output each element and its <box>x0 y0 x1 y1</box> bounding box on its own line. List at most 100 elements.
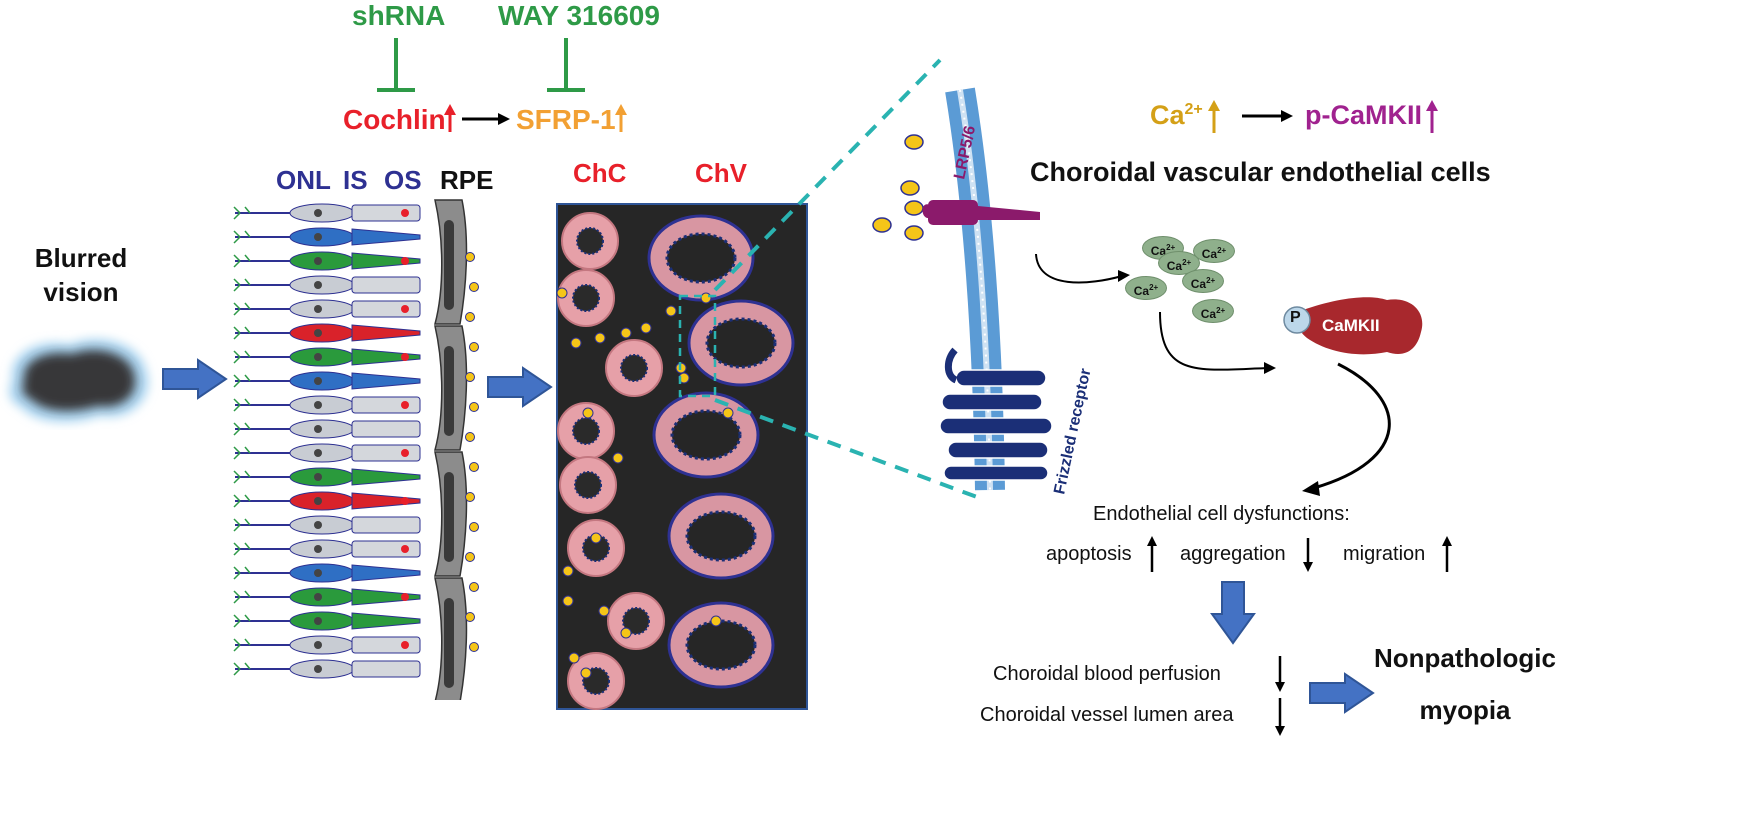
frizzled-receptor <box>939 347 1053 481</box>
cone-outer-segment <box>351 612 421 630</box>
sfrp1-dot <box>465 312 475 322</box>
sfrp1-ligands <box>872 134 924 241</box>
capillary-lumen <box>572 284 600 312</box>
synapse <box>233 662 251 676</box>
cells-title: Choroidal vascular endothelial cells <box>1030 157 1491 187</box>
nucleus <box>314 353 322 361</box>
cone-outer-segment <box>351 324 421 342</box>
cone-outer-segment <box>351 348 421 366</box>
cochlin-dot <box>401 305 409 313</box>
sfrp1-dot <box>612 452 624 464</box>
nucleus <box>314 521 322 529</box>
synapse <box>233 518 251 532</box>
rod-outer-segment <box>351 300 421 318</box>
shrna-label: shRNA <box>352 0 446 31</box>
cochlin-label: Cochlin <box>343 104 446 135</box>
rod-outer-segment <box>351 636 421 654</box>
arrow-to-retina <box>162 358 228 400</box>
nucleus <box>314 497 322 505</box>
arrow-to-choroid <box>487 366 553 408</box>
camkii-to-dysfunction-arrow <box>1302 362 1391 496</box>
nucleus <box>314 329 322 337</box>
cone-outer-segment <box>351 588 421 606</box>
nucleus <box>314 401 322 409</box>
receptor-diagram: LRP5/6 Frizzled receptor <box>872 87 1276 496</box>
calcium-ion: Ca2+ <box>1182 269 1224 293</box>
sfrp1-dot <box>598 605 610 617</box>
vessel-lumen <box>705 317 777 369</box>
outcome-down-arrows <box>1275 656 1285 736</box>
sfrp1-dot <box>710 615 722 627</box>
sfrp1-dot <box>469 582 479 592</box>
sfrp1-dot <box>580 667 592 679</box>
rod-outer-segment <box>351 276 421 294</box>
rod-outer-segment <box>351 444 421 462</box>
synapse <box>233 230 251 244</box>
camkii-label: CaMKII <box>1322 316 1380 335</box>
down-big-arrow <box>1210 581 1256 645</box>
blurred-blob <box>9 339 149 423</box>
sfrp1-dot <box>469 402 479 412</box>
synapse <box>233 590 251 604</box>
synapse <box>233 302 251 316</box>
nucleus <box>314 209 322 217</box>
sfrp1-dot <box>465 372 475 382</box>
synapse <box>233 278 251 292</box>
sfrp1-dot <box>594 332 606 344</box>
rpe-label: RPE <box>440 165 494 195</box>
calcium-ion: Ca2+ <box>1158 251 1200 275</box>
inhibition-bars <box>377 38 627 132</box>
sfrp1-dot <box>469 282 479 292</box>
os-label: OS <box>384 165 422 195</box>
nucleus <box>314 281 322 289</box>
cone-outer-segment <box>351 492 421 510</box>
perfusion-label: Choroidal blood perfusion <box>993 663 1221 685</box>
sfrp1-dot <box>469 522 479 532</box>
nucleus <box>314 569 322 577</box>
chc-label: ChC <box>573 158 627 188</box>
sfrp1-dot <box>620 327 632 339</box>
sfrp1-dot <box>465 552 475 562</box>
is-label: IS <box>343 165 368 195</box>
cone-outer-segment <box>351 468 421 486</box>
nucleus <box>314 545 322 553</box>
onl-label: ONL <box>276 165 331 195</box>
rod-outer-segment <box>351 540 421 558</box>
nucleus <box>314 257 322 265</box>
capillary-lumen <box>622 607 650 635</box>
rod-outer-segment <box>351 204 421 222</box>
synapse <box>233 446 251 460</box>
rpe-nucleus <box>444 346 454 436</box>
sfrp1-dot <box>568 652 580 664</box>
synapse <box>233 542 251 556</box>
sfrp1-dot <box>465 252 475 262</box>
nucleus <box>314 641 322 649</box>
sfrp1-dot <box>562 565 574 577</box>
sfrp1-dot <box>562 595 574 607</box>
migration-label: migration <box>1343 543 1426 565</box>
calcium-ion: Ca2+ <box>1192 299 1234 323</box>
choroid-panel <box>556 203 808 710</box>
capillary-lumen <box>620 354 648 382</box>
sfrp1-dot <box>469 642 479 652</box>
synapse <box>233 566 251 580</box>
synapse <box>233 398 251 412</box>
vessel-lumen <box>685 619 757 671</box>
rod-outer-segment <box>351 420 421 438</box>
nucleus <box>314 233 322 241</box>
sfrp1-dot <box>640 322 652 334</box>
sfrp1-dot <box>465 492 475 502</box>
sfrp1-dot <box>582 407 594 419</box>
lumen-label: Choroidal vessel lumen area <box>980 704 1234 726</box>
rod-outer-segment <box>351 660 421 678</box>
cochlin-dot <box>401 545 409 553</box>
synapse <box>233 350 251 364</box>
rpe-nucleus <box>444 472 454 562</box>
nucleus <box>314 665 322 673</box>
cochlin-up-arrow <box>444 104 456 132</box>
ca2-label: Ca2+ <box>1150 100 1203 130</box>
sfrp1-dot <box>465 432 475 442</box>
cochlin-dot <box>401 257 409 265</box>
